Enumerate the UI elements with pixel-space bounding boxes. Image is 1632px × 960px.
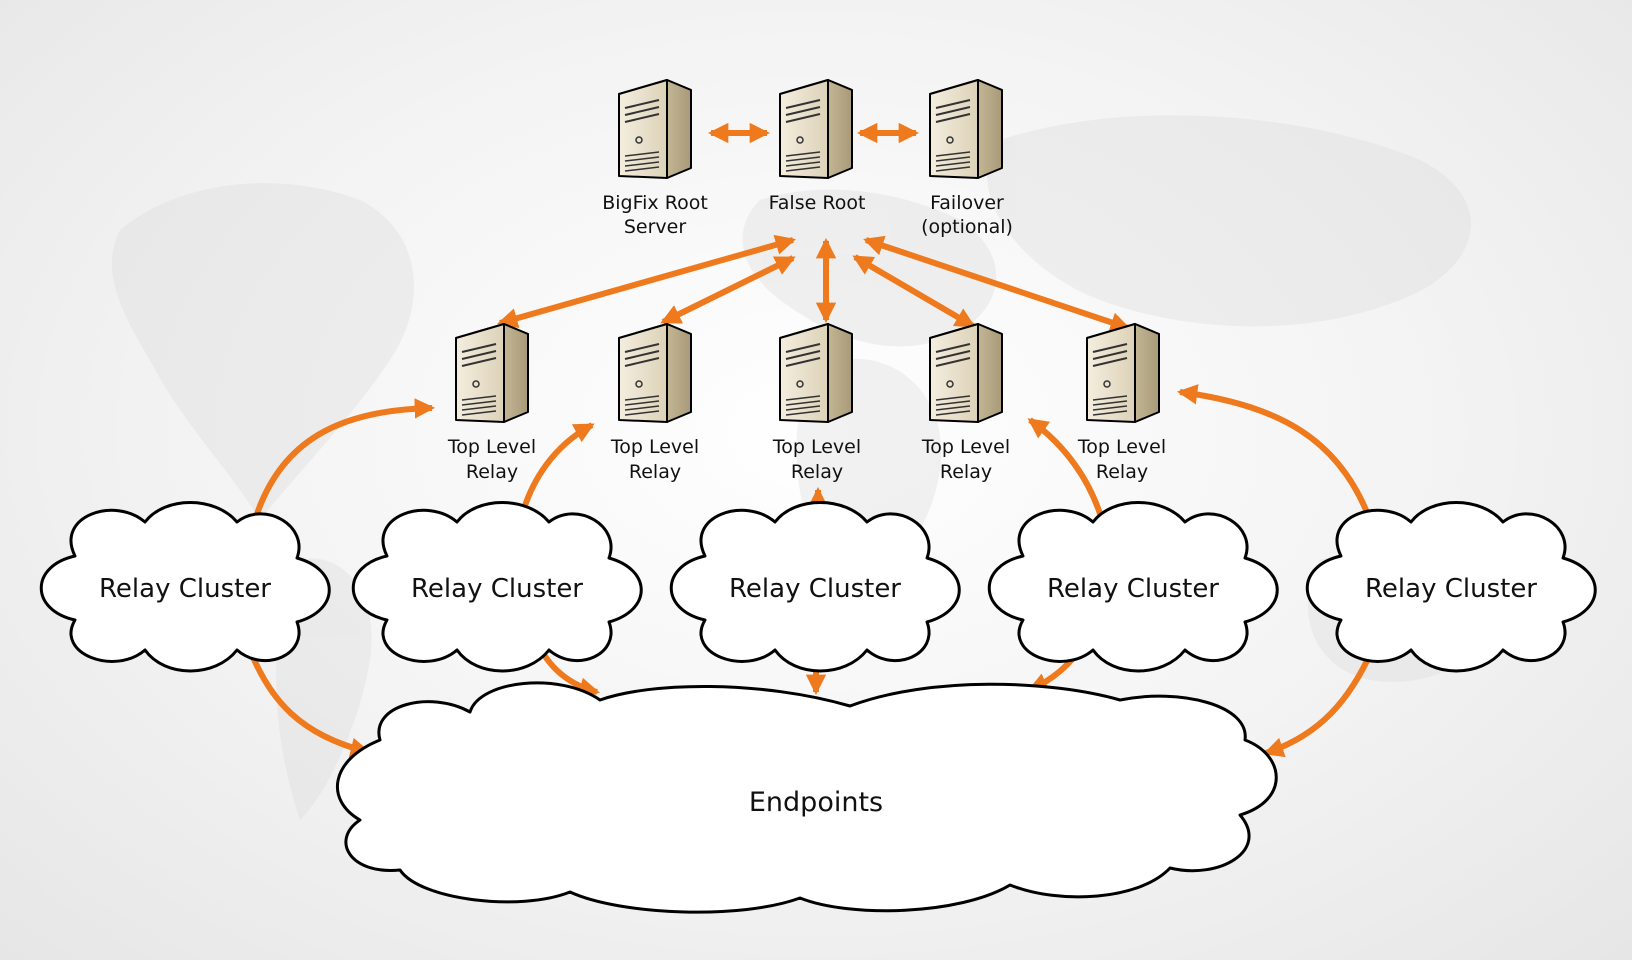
server-label: Top Level [610,436,699,458]
server-label: Failover [930,192,1004,214]
server-false-root: False Root [769,79,866,214]
cluster-label: Relay Cluster [729,574,901,604]
arrow-links [247,122,1376,758]
server-root: BigFix Root Server [602,79,708,238]
arrow-cluster-4-to-relay-4 [1027,417,1105,521]
server-top-level-relay-4: Top Level Relay [921,323,1010,483]
server-label: (optional) [921,216,1013,238]
server-top-level-relay-1: Top Level Relay [447,323,536,483]
server-label: Server [624,216,686,238]
relay-cluster-5: Relay Cluster [1305,501,1597,673]
server-icon [779,323,853,423]
cloud-shape [669,501,961,673]
server-top-level-relay-2: Top Level Relay [610,323,699,483]
server-label: Top Level [772,436,861,458]
server-label: False Root [769,192,866,214]
cluster-label: Relay Cluster [99,574,271,604]
arrow-cluster-1-to-endpoints [247,648,371,758]
server-label: Relay [1096,461,1148,483]
arrow-cluster-1-to-relay-1 [252,398,436,521]
cloud-shape [351,501,643,673]
relay-cluster-3: Relay Cluster [669,501,961,673]
server-label: Top Level [921,436,1010,458]
cluster-label: Relay Cluster [411,574,583,604]
cloud-shape [335,681,1278,914]
server-icon [929,79,1003,179]
server-top-level-relay-5: Top Level Relay [1077,323,1166,483]
server-top-level-relay-3: Top Level Relay [772,323,861,483]
server-failover: Failover (optional) [921,79,1013,238]
cluster-label: Relay Cluster [1365,574,1537,604]
server-label: BigFix Root [602,192,708,214]
relay-cluster-1: Relay Cluster [39,501,331,673]
cloud-shape [1305,501,1597,673]
server-label: Top Level [1077,436,1166,458]
server-label: Relay [940,461,992,483]
cloud-shape [39,501,331,673]
server-icon [618,323,692,423]
arrow-cluster-5-to-endpoints [1263,646,1376,758]
cluster-label: Relay Cluster [1047,574,1219,604]
endpoints-label: Endpoints [749,787,883,818]
arrow-cluster-5-to-relay-5 [1176,384,1373,522]
server-icon [618,79,692,179]
cloud-shape [987,501,1279,673]
relay-cluster-2: Relay Cluster [351,501,643,673]
server-icon [779,79,853,179]
relay-cluster-4: Relay Cluster [987,501,1279,673]
server-label: Relay [629,461,681,483]
arrow-false-root-to-relay-2 [660,255,796,325]
arrow-false-root-to-relay-1 [497,234,796,329]
server-icon [455,323,529,423]
arrow-false-root-to-relay-5 [863,235,1131,333]
server-label: Relay [791,461,843,483]
endpoints-cloud: Endpoints [335,681,1278,914]
server-label: Relay [466,461,518,483]
server-label: Top Level [447,436,536,458]
server-icon [929,323,1003,423]
server-icon [1086,323,1160,423]
